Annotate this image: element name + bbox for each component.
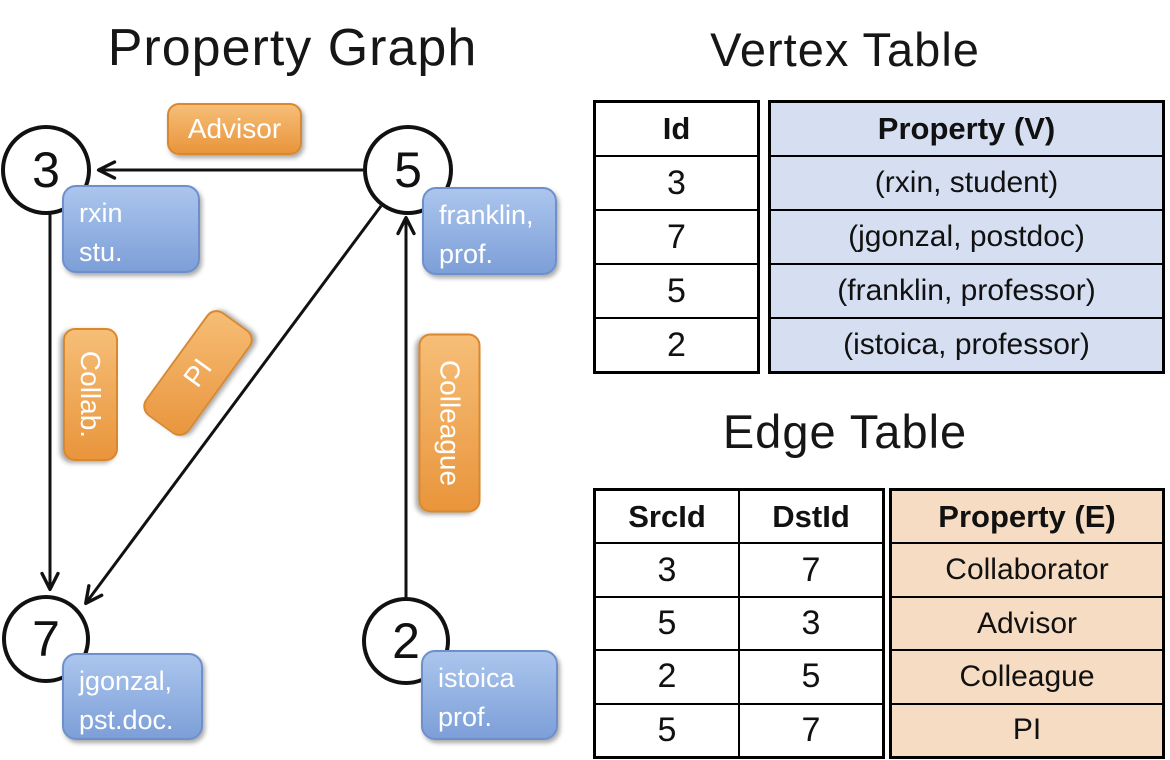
vertex-property-box-2: istoica prof.: [421, 650, 558, 740]
edge-table-property-column: Property (E) Collaborator Advisor Collea…: [889, 488, 1165, 759]
property-graph-title: Property Graph: [107, 19, 478, 77]
vertex-property-box-3: rxin stu.: [62, 185, 200, 273]
vertex-table-cell: 7: [596, 209, 757, 263]
node-id-label: 7: [32, 611, 60, 667]
edge-table-row: 3 7: [596, 542, 882, 596]
edge-table-row: 5 3: [596, 595, 882, 650]
vertex-property-line: prof.: [438, 702, 493, 733]
edge-table-cell: 7: [738, 704, 882, 757]
vertex-table-header-property: Property (V): [771, 103, 1162, 155]
edge-table-id-columns: SrcId DstId 3 7 5 3 2 5 5 7: [593, 488, 885, 759]
vertex-table-cell: (istoica, professor): [771, 317, 1162, 371]
graph-edges-layer: [40, 160, 416, 606]
edge-label-collab: Collab.: [63, 328, 118, 461]
vertex-table-cell: (franklin, professor): [771, 263, 1162, 317]
vertex-table-cell: 3: [596, 155, 757, 209]
edge-table-row: 5 7: [596, 702, 882, 757]
vertex-property-line: rxin: [79, 198, 123, 228]
edge-table-header-property: Property (E): [892, 491, 1162, 543]
edge-table-row: 2 5: [596, 649, 882, 703]
edge-table-cell: 5: [738, 651, 882, 703]
edge-table-cell: 7: [738, 544, 882, 596]
edge-table-header-dstid: DstId: [738, 491, 882, 543]
vertex-property-line: prof.: [439, 239, 494, 270]
node-id-label: 2: [392, 613, 420, 669]
vertex-table-cell: (jgonzal, postdoc): [771, 209, 1162, 263]
vertex-property-box-5: franklin, prof.: [422, 187, 557, 275]
edge-table-cell: 3: [738, 597, 882, 650]
vertex-table-cell: (rxin, student): [771, 155, 1162, 209]
edge-line-5-7: [84, 205, 383, 606]
edge-table-cell: Colleague: [892, 649, 1162, 703]
vertex-property-box-7: jgonzal, pst.doc.: [62, 653, 203, 740]
edge-table-cell: Collaborator: [892, 542, 1162, 596]
edge-table-cell: 2: [657, 657, 677, 696]
graph-node-5: 5: [363, 125, 453, 215]
edge-table-header-row: SrcId DstId: [596, 491, 882, 543]
vertex-property-line: pst.doc.: [79, 705, 174, 736]
node-id-label: 3: [32, 142, 60, 198]
edge-table-cell: Advisor: [892, 595, 1162, 650]
edge-label-advisor: Advisor: [167, 103, 302, 155]
node-id-label: 5: [394, 142, 422, 198]
vertex-property-line: stu.: [79, 237, 123, 268]
vertex-property-line: istoica: [438, 663, 515, 693]
vertex-table-id-column: Id 3 7 5 2: [593, 100, 760, 374]
edge-label-colleague: Colleague: [418, 333, 481, 513]
edge-table-cell: 5: [657, 604, 677, 643]
vertex-table-cell: 5: [596, 263, 757, 317]
edge-table-title: Edge Table: [722, 405, 968, 458]
vertex-table-header-id: Id: [662, 111, 691, 146]
edge-table-cell: 5: [657, 710, 677, 749]
edge-table-cell: PI: [892, 702, 1162, 757]
vertex-property-line: jgonzal,: [79, 666, 173, 696]
vertex-table-cell: 2: [596, 317, 757, 371]
vertex-property-line: franklin,: [439, 200, 534, 230]
graph-node-2: 2: [362, 597, 450, 685]
vertex-table-title: Vertex Table: [710, 23, 980, 76]
vertex-table-property-column: Property (V) (rxin, student) (jgonzal, p…: [768, 100, 1165, 374]
edge-table-cell: 3: [657, 550, 677, 589]
edge-table-header-srcid: SrcId: [628, 498, 706, 534]
